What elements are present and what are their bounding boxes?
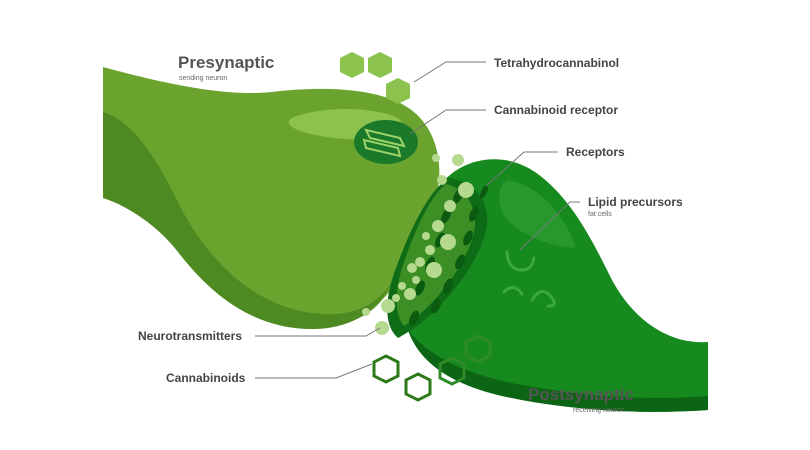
- thc-hexagon: [340, 52, 364, 78]
- neurotransmitter: [362, 308, 370, 316]
- neurotransmitter: [432, 220, 444, 232]
- neurotransmitter: [392, 294, 400, 302]
- postsynaptic-subtitle: receiving neuron: [573, 407, 625, 414]
- neurotransmitter: [452, 154, 464, 166]
- thc-hexagon: [368, 52, 392, 78]
- cannabinoid-receptor: [354, 120, 418, 164]
- cannabinoid-hexagon: [438, 356, 466, 386]
- postsynaptic-highlight: [499, 180, 576, 248]
- receptor: [409, 310, 419, 326]
- receptor-coil-line: [362, 138, 402, 158]
- receptors-leader: [485, 151, 558, 187]
- receptor-channels: [409, 185, 489, 326]
- thc-molecules: [340, 52, 410, 104]
- presynaptic-title: Presynaptic: [178, 53, 274, 72]
- neurotransmitter: [458, 182, 474, 198]
- neurotransmitter: [415, 257, 425, 267]
- presynaptic-shadow: [103, 112, 392, 330]
- neurotransmitter: [407, 263, 417, 273]
- cannabinoid-hexagon: [464, 334, 492, 364]
- lipid-precursor-shape: [502, 286, 524, 296]
- thc-hexagon: [386, 78, 410, 104]
- receptor: [479, 185, 489, 199]
- receptor: [463, 230, 473, 246]
- lipid-note: fat cells: [588, 211, 612, 218]
- neurotransmitter: [412, 276, 420, 284]
- neurotransmitter: [440, 234, 456, 250]
- neurotransmitter: [437, 175, 447, 185]
- presynaptic-subtitle: sending neuron: [179, 75, 227, 82]
- neurotransmitter: [381, 299, 395, 313]
- receptor-coil-line: [364, 128, 406, 148]
- receptor: [443, 278, 453, 294]
- neurotransmitters-leader: [255, 327, 381, 337]
- thc-leader: [413, 61, 486, 83]
- receptor: [431, 298, 441, 314]
- neurotransmitter: [422, 232, 430, 240]
- cannabinoids-label: Cannabinoids: [166, 371, 246, 385]
- neurotransmitter: [425, 245, 435, 255]
- cannabinoid-receptor-label: Cannabinoid receptor: [494, 103, 618, 117]
- neurotransmitter: [398, 282, 406, 290]
- leader-lines: [255, 61, 580, 379]
- lipid-precursor-shape: [505, 250, 536, 272]
- cannabinoids: [372, 334, 492, 402]
- cannabinoid-receptor-leader: [409, 109, 486, 135]
- lipid-precursors-leader: [519, 201, 580, 251]
- receptors-label: Receptors: [566, 145, 625, 159]
- lipid-precursor-shape: [530, 290, 556, 308]
- neurotransmitter: [426, 262, 442, 278]
- lipid-precursor-shapes: [502, 250, 556, 308]
- postsynaptic-title: Postsynaptic: [528, 385, 634, 404]
- receptor: [415, 280, 425, 296]
- receptor: [441, 208, 451, 224]
- thc-label: Tetrahydrocannabinol: [494, 56, 619, 70]
- neurotransmitter: [404, 288, 416, 300]
- postsynaptic-shadow: [408, 330, 708, 412]
- lipid-precursors-label: Lipid precursors: [588, 195, 683, 209]
- receptor: [455, 254, 465, 270]
- presynaptic-neuron: [103, 67, 440, 330]
- receptor: [469, 206, 479, 222]
- receptor-coil: [362, 128, 406, 158]
- cannabinoid-hexagon: [372, 354, 400, 384]
- neurotransmitters-label: Neurotransmitters: [138, 329, 242, 343]
- cannabinoid-hexagon: [404, 372, 432, 402]
- neurotransmitter: [432, 154, 440, 162]
- neurotransmitter: [444, 200, 456, 212]
- neurotransmitters: [362, 154, 474, 335]
- cannabinoids-leader: [255, 363, 373, 379]
- neurotransmitter: [375, 321, 389, 335]
